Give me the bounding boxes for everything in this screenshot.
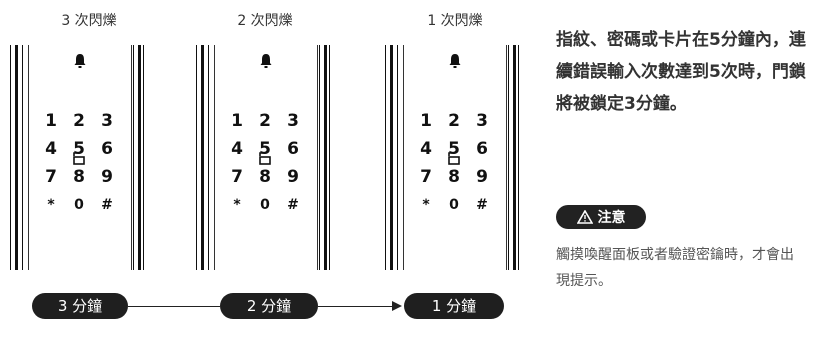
timer-pill-2min: 2 分鐘	[220, 293, 318, 319]
key-5[interactable]: 5	[65, 137, 93, 165]
key-7[interactable]: 7	[420, 167, 432, 187]
key-1[interactable]: 1	[420, 111, 432, 131]
notice-title: 注意	[597, 210, 626, 226]
door-lock-3: 1 2 3 4 5 6 7 8 9 * 0 #	[383, 45, 519, 270]
key-0[interactable]: 0	[74, 197, 84, 213]
key-3[interactable]: 3	[101, 111, 113, 131]
key-4[interactable]: 4	[231, 139, 243, 159]
panel-label-2: 2 次閃爍	[237, 13, 293, 29]
key-8[interactable]: 8	[259, 167, 271, 187]
timer-pill-3min: 3 分鐘	[32, 293, 128, 319]
lock-panel: 1 2 3 4 5 6 7 8 9 * 0 #	[403, 45, 507, 270]
timer-pill-1min: 1 分鐘	[404, 293, 504, 319]
timeline-connector-2	[318, 306, 398, 307]
key-star[interactable]: *	[422, 197, 430, 213]
bell-icon	[260, 54, 272, 68]
notice-text: 觸摸喚醒面板或者驗證密鑰時，才會出現提示。	[556, 247, 794, 289]
bell-icon	[449, 54, 461, 68]
key-8[interactable]: 8	[448, 167, 460, 187]
key-hash[interactable]: #	[287, 197, 299, 213]
key-4[interactable]: 4	[45, 139, 57, 159]
key-1[interactable]: 1	[45, 111, 57, 131]
unlock-icon	[448, 152, 460, 165]
keypad: 1 2 3 4 5 6 7 8 9 * 0 #	[412, 109, 498, 217]
key-star[interactable]: *	[47, 197, 55, 213]
unlock-icon	[73, 152, 85, 165]
notice-badge: 注意	[556, 205, 646, 229]
key-0[interactable]: 0	[449, 197, 459, 213]
key-2[interactable]: 2	[259, 111, 271, 131]
key-6[interactable]: 6	[101, 139, 113, 159]
key-7[interactable]: 7	[231, 167, 243, 187]
door-lock-2: 1 2 3 4 5 6 7 8 9 * 0 #	[194, 45, 330, 270]
key-9[interactable]: 9	[101, 167, 113, 187]
key-star[interactable]: *	[233, 197, 241, 213]
key-2[interactable]: 2	[73, 111, 85, 131]
key-5[interactable]: 5	[251, 137, 279, 165]
key-7[interactable]: 7	[45, 167, 57, 187]
key-5[interactable]: 5	[440, 137, 468, 165]
key-3[interactable]: 3	[476, 111, 488, 131]
key-6[interactable]: 6	[287, 139, 299, 159]
lockout-description: 指紋、密碼或卡片在5分鐘內，連續錯誤輸入次數達到5次時，門鎖將被鎖定3分鐘。	[556, 30, 806, 114]
warning-icon	[576, 210, 593, 224]
lock-panel: 1 2 3 4 5 6 7 8 9 * 0 #	[28, 45, 132, 270]
key-hash[interactable]: #	[476, 197, 488, 213]
key-6[interactable]: 6	[476, 139, 488, 159]
key-0[interactable]: 0	[260, 197, 270, 213]
key-8[interactable]: 8	[73, 167, 85, 187]
door-lock-1: 1 2 3 4 5 6 7 8 9 * 0 #	[8, 45, 144, 270]
key-4[interactable]: 4	[420, 139, 432, 159]
key-2[interactable]: 2	[448, 111, 460, 131]
keypad: 1 2 3 4 5 6 7 8 9 * 0 #	[37, 109, 123, 217]
unlock-icon	[259, 152, 271, 165]
key-3[interactable]: 3	[287, 111, 299, 131]
key-9[interactable]: 9	[287, 167, 299, 187]
arrow-icon	[392, 301, 402, 311]
key-9[interactable]: 9	[476, 167, 488, 187]
key-hash[interactable]: #	[101, 197, 113, 213]
key-1[interactable]: 1	[231, 111, 243, 131]
bell-icon	[74, 54, 86, 68]
panel-label-1: 3 次閃爍	[61, 13, 117, 29]
keypad: 1 2 3 4 5 6 7 8 9 * 0 #	[223, 109, 309, 217]
panel-label-3: 1 次閃爍	[427, 13, 483, 29]
timeline-connector-1	[128, 306, 220, 307]
lock-panel: 1 2 3 4 5 6 7 8 9 * 0 #	[214, 45, 318, 270]
